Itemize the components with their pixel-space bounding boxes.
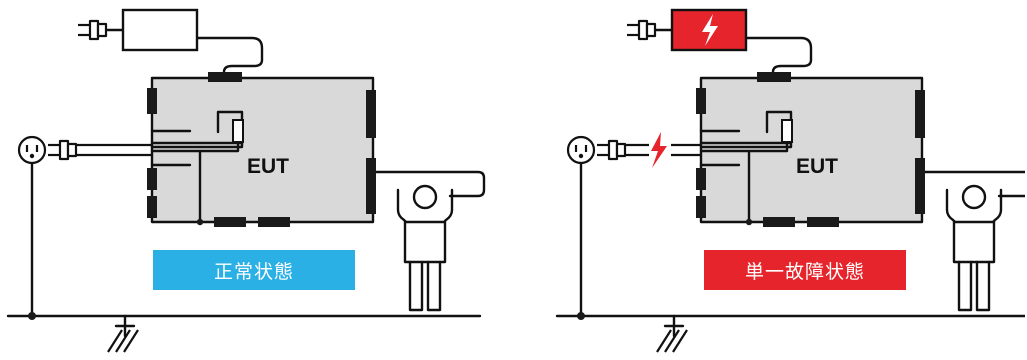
panel-single-fault: EUT — [555, 8, 1027, 353]
status-single-fault-label: 単一故障状態 — [704, 250, 906, 290]
power-plug-icon — [625, 19, 657, 41]
lightning-icon — [702, 14, 718, 46]
ground-symbol-icon — [107, 329, 139, 353]
lightning-icon — [651, 132, 667, 168]
power-plug-icon — [46, 139, 78, 161]
ground-symbol-icon — [656, 329, 688, 353]
power-plug-icon — [76, 19, 108, 41]
panel-normal: EUT — [6, 8, 486, 353]
wall-outlet-icon — [566, 135, 596, 165]
wall-outlet-icon — [17, 135, 47, 165]
eut-label: EUT — [247, 155, 289, 178]
ac-adapter-icon — [121, 8, 199, 52]
status-normal-label: 正常状態 — [153, 250, 355, 290]
eut-label: EUT — [796, 155, 838, 178]
power-plug-icon — [595, 139, 627, 161]
